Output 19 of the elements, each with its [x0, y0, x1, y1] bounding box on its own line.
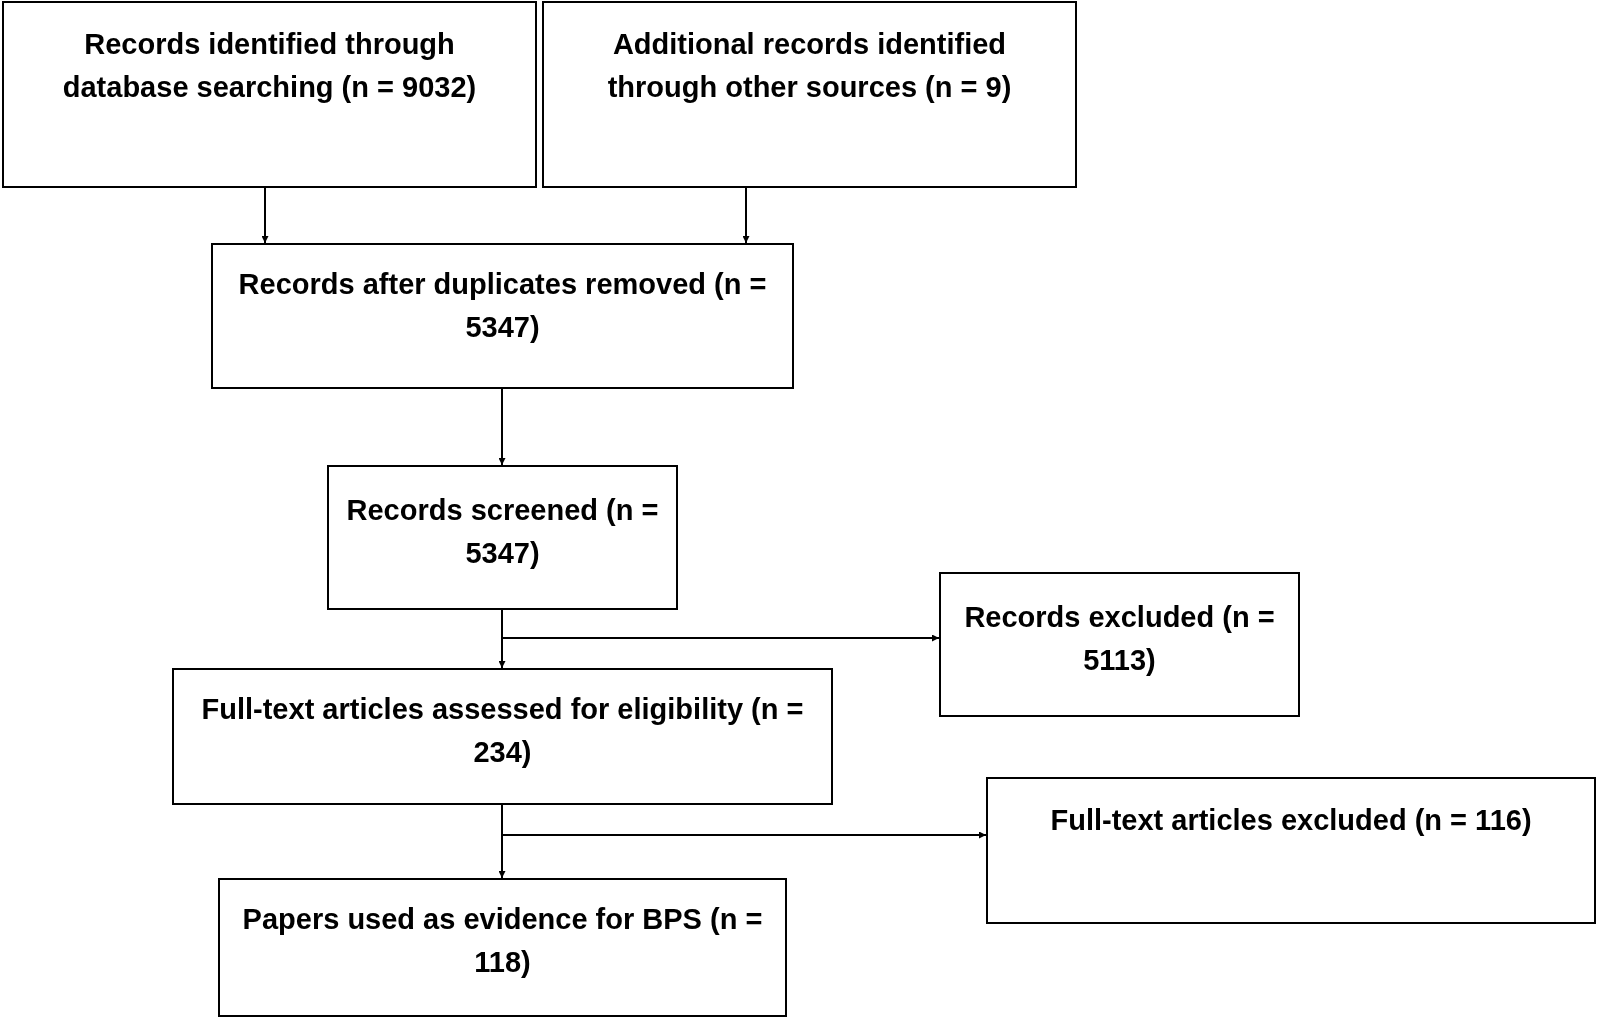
process-box — [172, 668, 833, 805]
arrow — [498, 388, 506, 466]
process-box — [2, 1, 537, 188]
arrow — [742, 187, 750, 244]
process-box — [218, 878, 787, 1017]
box-text: Full-text articles excluded (n = 116) — [1050, 803, 1532, 838]
process-box — [327, 465, 678, 610]
box-text: Records after duplicates removed (n = 5347) — [237, 267, 768, 345]
arrow — [261, 187, 269, 244]
box-text: Records identified through database searching (n = 9032) — [61, 27, 478, 105]
box-text: Additional records identified through other sources (n = 9) — [606, 27, 1013, 105]
box-text: Records excluded (n = 5113) — [963, 600, 1276, 678]
process-box — [542, 1, 1077, 188]
box-text: Full-text articles assessed for eligibility (n = 234) — [200, 692, 805, 770]
box-text: Papers used as evidence for BPS (n = 118) — [241, 902, 764, 980]
process-box — [986, 777, 1596, 924]
process-box — [939, 572, 1300, 717]
box-text: Records screened (n = 5347) — [345, 493, 660, 571]
process-box — [211, 243, 794, 389]
